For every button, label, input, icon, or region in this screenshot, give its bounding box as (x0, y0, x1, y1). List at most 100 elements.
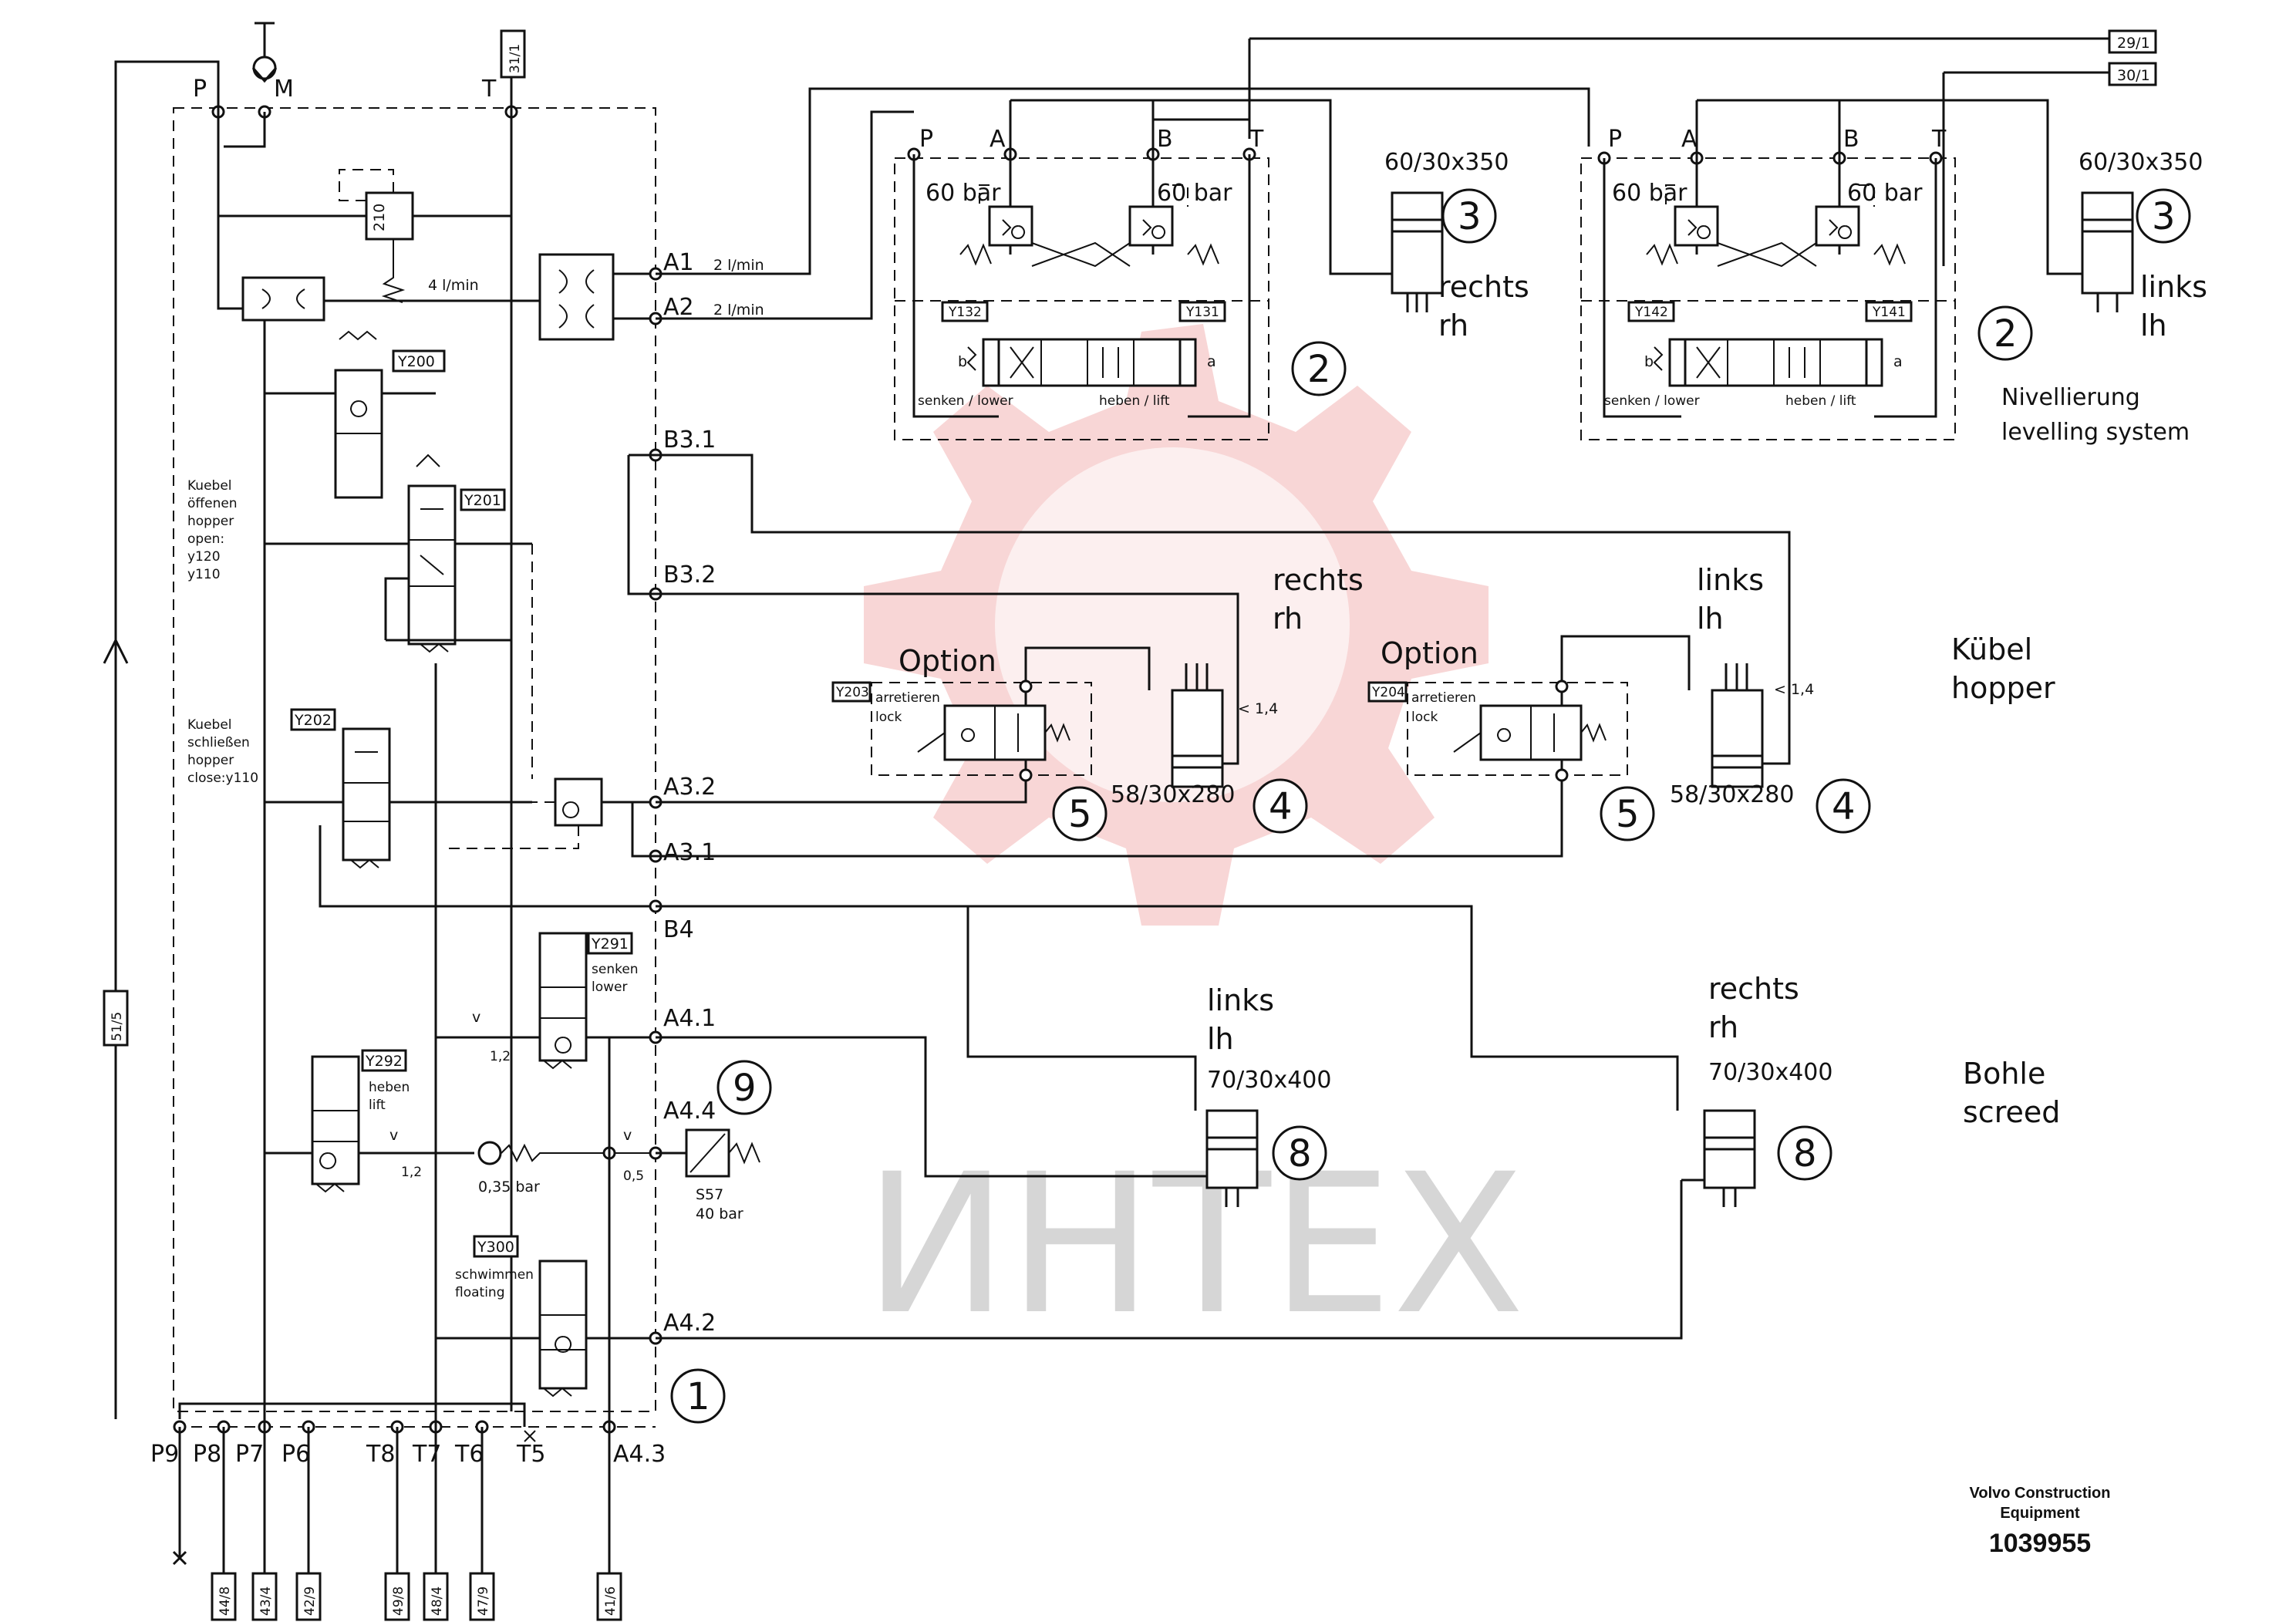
port-a4-4: A4.4 (663, 1098, 716, 1125)
svg-text:T7: T7 (412, 1441, 441, 1468)
heben-text: heben (369, 1080, 410, 1095)
svg-text:60 bar: 60 bar (1612, 180, 1687, 207)
port-a2: A2 (663, 294, 694, 321)
svg-text:60/30x350: 60/30x350 (2079, 149, 2203, 176)
svg-text:arretieren: arretieren (875, 690, 940, 706)
svg-text:70/30x400: 70/30x400 (1207, 1067, 1331, 1094)
screed-section-l2: screed (1963, 1095, 2060, 1129)
label-y291: Y291 (591, 936, 629, 953)
port-a3-2: A3.2 (663, 774, 716, 801)
label-y201: Y201 (464, 492, 501, 509)
bottom-ports: P9 P8 P7 P6 T8 T7 T6 T5 A4.3 (150, 1441, 666, 1468)
circle-9: 9 (733, 1067, 757, 1110)
svg-text:5: 5 (1068, 793, 1092, 836)
port-a3-1: A3.1 (663, 839, 716, 866)
label-y300: Y300 (477, 1239, 514, 1256)
svg-text:60 bar: 60 bar (925, 180, 1001, 207)
screed-section-l1: Bohle (1963, 1057, 2045, 1091)
orifice-05: 0,5 (623, 1168, 644, 1184)
svg-text:P9: P9 (150, 1441, 179, 1468)
line-b3-1 (656, 454, 1791, 765)
svg-text:y110: y110 (187, 567, 221, 582)
screed-rh: rechts rh 70/30x400 8 (1681, 972, 1832, 1207)
svg-text:schließen: schließen (187, 735, 250, 750)
label-y292: Y292 (365, 1053, 403, 1070)
screed-lh: links lh 70/30x400 8 (1205, 983, 1331, 1207)
flow-a2: 2 l/min (713, 302, 764, 319)
svg-text:4: 4 (1269, 785, 1293, 828)
svg-text:A4.3: A4.3 (613, 1441, 666, 1468)
svg-text:3: 3 (1458, 195, 1482, 238)
brand-line1: Volvo Construction (1970, 1485, 2111, 1502)
svg-text:rh: rh (1273, 602, 1303, 636)
svg-text:T: T (1249, 126, 1264, 153)
svg-text:senken / lower: senken / lower (1604, 393, 1700, 409)
svg-text:T5: T5 (516, 1441, 545, 1468)
brand-block: Volvo Construction Equipment 1039955 (1970, 1485, 2111, 1558)
svg-text:4: 4 (1832, 785, 1856, 828)
ref-30-1: 30/1 (2117, 67, 2150, 84)
svg-text:v: v (472, 1009, 480, 1026)
label-y202: Y202 (294, 712, 332, 729)
svg-text:hopper: hopper (187, 514, 234, 529)
label-y200: Y200 (397, 353, 435, 370)
part-number: 1039955 (1989, 1529, 2091, 1558)
orifice-12a: 1,2 (490, 1049, 511, 1064)
svg-text:v: v (389, 1127, 398, 1144)
hopper-rh: Option Y203 arretieren lock 5 < 1,4 58/3… (831, 563, 1364, 841)
svg-text:Y141: Y141 (1872, 305, 1906, 320)
ref-43-4: 43/4 (258, 1587, 274, 1616)
svg-text:lh: lh (2140, 309, 2167, 342)
svg-text:open:: open: (187, 531, 224, 547)
svg-text:58/30x280: 58/30x280 (1111, 781, 1235, 808)
port-b3-1: B3.1 (663, 427, 716, 454)
svg-text:levelling system: levelling system (2001, 419, 2190, 446)
port-b4: B4 (663, 916, 694, 943)
svg-text:lock: lock (875, 710, 902, 725)
svg-text:60 bar: 60 bar (1157, 180, 1232, 207)
svg-text:rh: rh (1708, 1010, 1738, 1044)
svg-text:Y132: Y132 (948, 305, 982, 320)
svg-text:senken / lower: senken / lower (918, 393, 1013, 409)
svg-text:rh: rh (1438, 309, 1468, 342)
port-t: T (481, 76, 497, 103)
brand-line2: Equipment (2000, 1505, 2080, 1522)
ref-29-1: 29/1 (2117, 35, 2150, 52)
line-a4-2 (656, 1180, 1683, 1340)
port-p: P (193, 76, 207, 103)
svg-text:Y204: Y204 (1371, 685, 1405, 700)
svg-text:v: v (623, 1127, 632, 1144)
line-a2 (656, 110, 914, 320)
hopper-section-l2: hopper (1951, 671, 2055, 705)
svg-text:60/30x350: 60/30x350 (1384, 149, 1509, 176)
orifice-12b: 1,2 (401, 1165, 422, 1180)
port-a4-2: A4.2 (663, 1310, 716, 1337)
svg-text:links: links (1207, 983, 1274, 1017)
svg-text:Kuebel: Kuebel (187, 717, 232, 733)
svg-text:y120: y120 (187, 549, 221, 565)
ref-31-1: 31/1 (507, 44, 523, 73)
svg-text:B: B (1157, 126, 1173, 153)
svg-text:arretieren: arretieren (1411, 690, 1476, 706)
svg-text:lock: lock (1411, 710, 1438, 725)
svg-text:T8: T8 (366, 1441, 395, 1468)
valve-210: 210 (371, 204, 388, 231)
svg-text:lh: lh (1697, 602, 1724, 636)
line-a1 (656, 87, 1590, 275)
svg-text:P7: P7 (235, 1441, 264, 1468)
svg-text:links: links (2140, 270, 2207, 304)
svg-text:Option: Option (1381, 636, 1478, 670)
line-b4-screed-rh (656, 905, 1679, 1111)
svg-text:öffenen: öffenen (187, 496, 238, 511)
floating-text: floating (455, 1285, 504, 1300)
svg-text:heben / lift: heben / lift (1099, 393, 1170, 409)
ref-49-8: 49/8 (391, 1587, 406, 1616)
svg-text:b: b (1644, 353, 1654, 370)
svg-text:Y203: Y203 (835, 685, 869, 700)
svg-text:8: 8 (1793, 1132, 1817, 1175)
ref-51-5: 51/5 (110, 1012, 125, 1041)
svg-text:< 1,4: < 1,4 (1238, 700, 1278, 717)
svg-text:links: links (1697, 563, 1764, 597)
svg-text:70/30x400: 70/30x400 (1708, 1059, 1832, 1086)
schwimmen-text: schwimmen (455, 1267, 534, 1283)
